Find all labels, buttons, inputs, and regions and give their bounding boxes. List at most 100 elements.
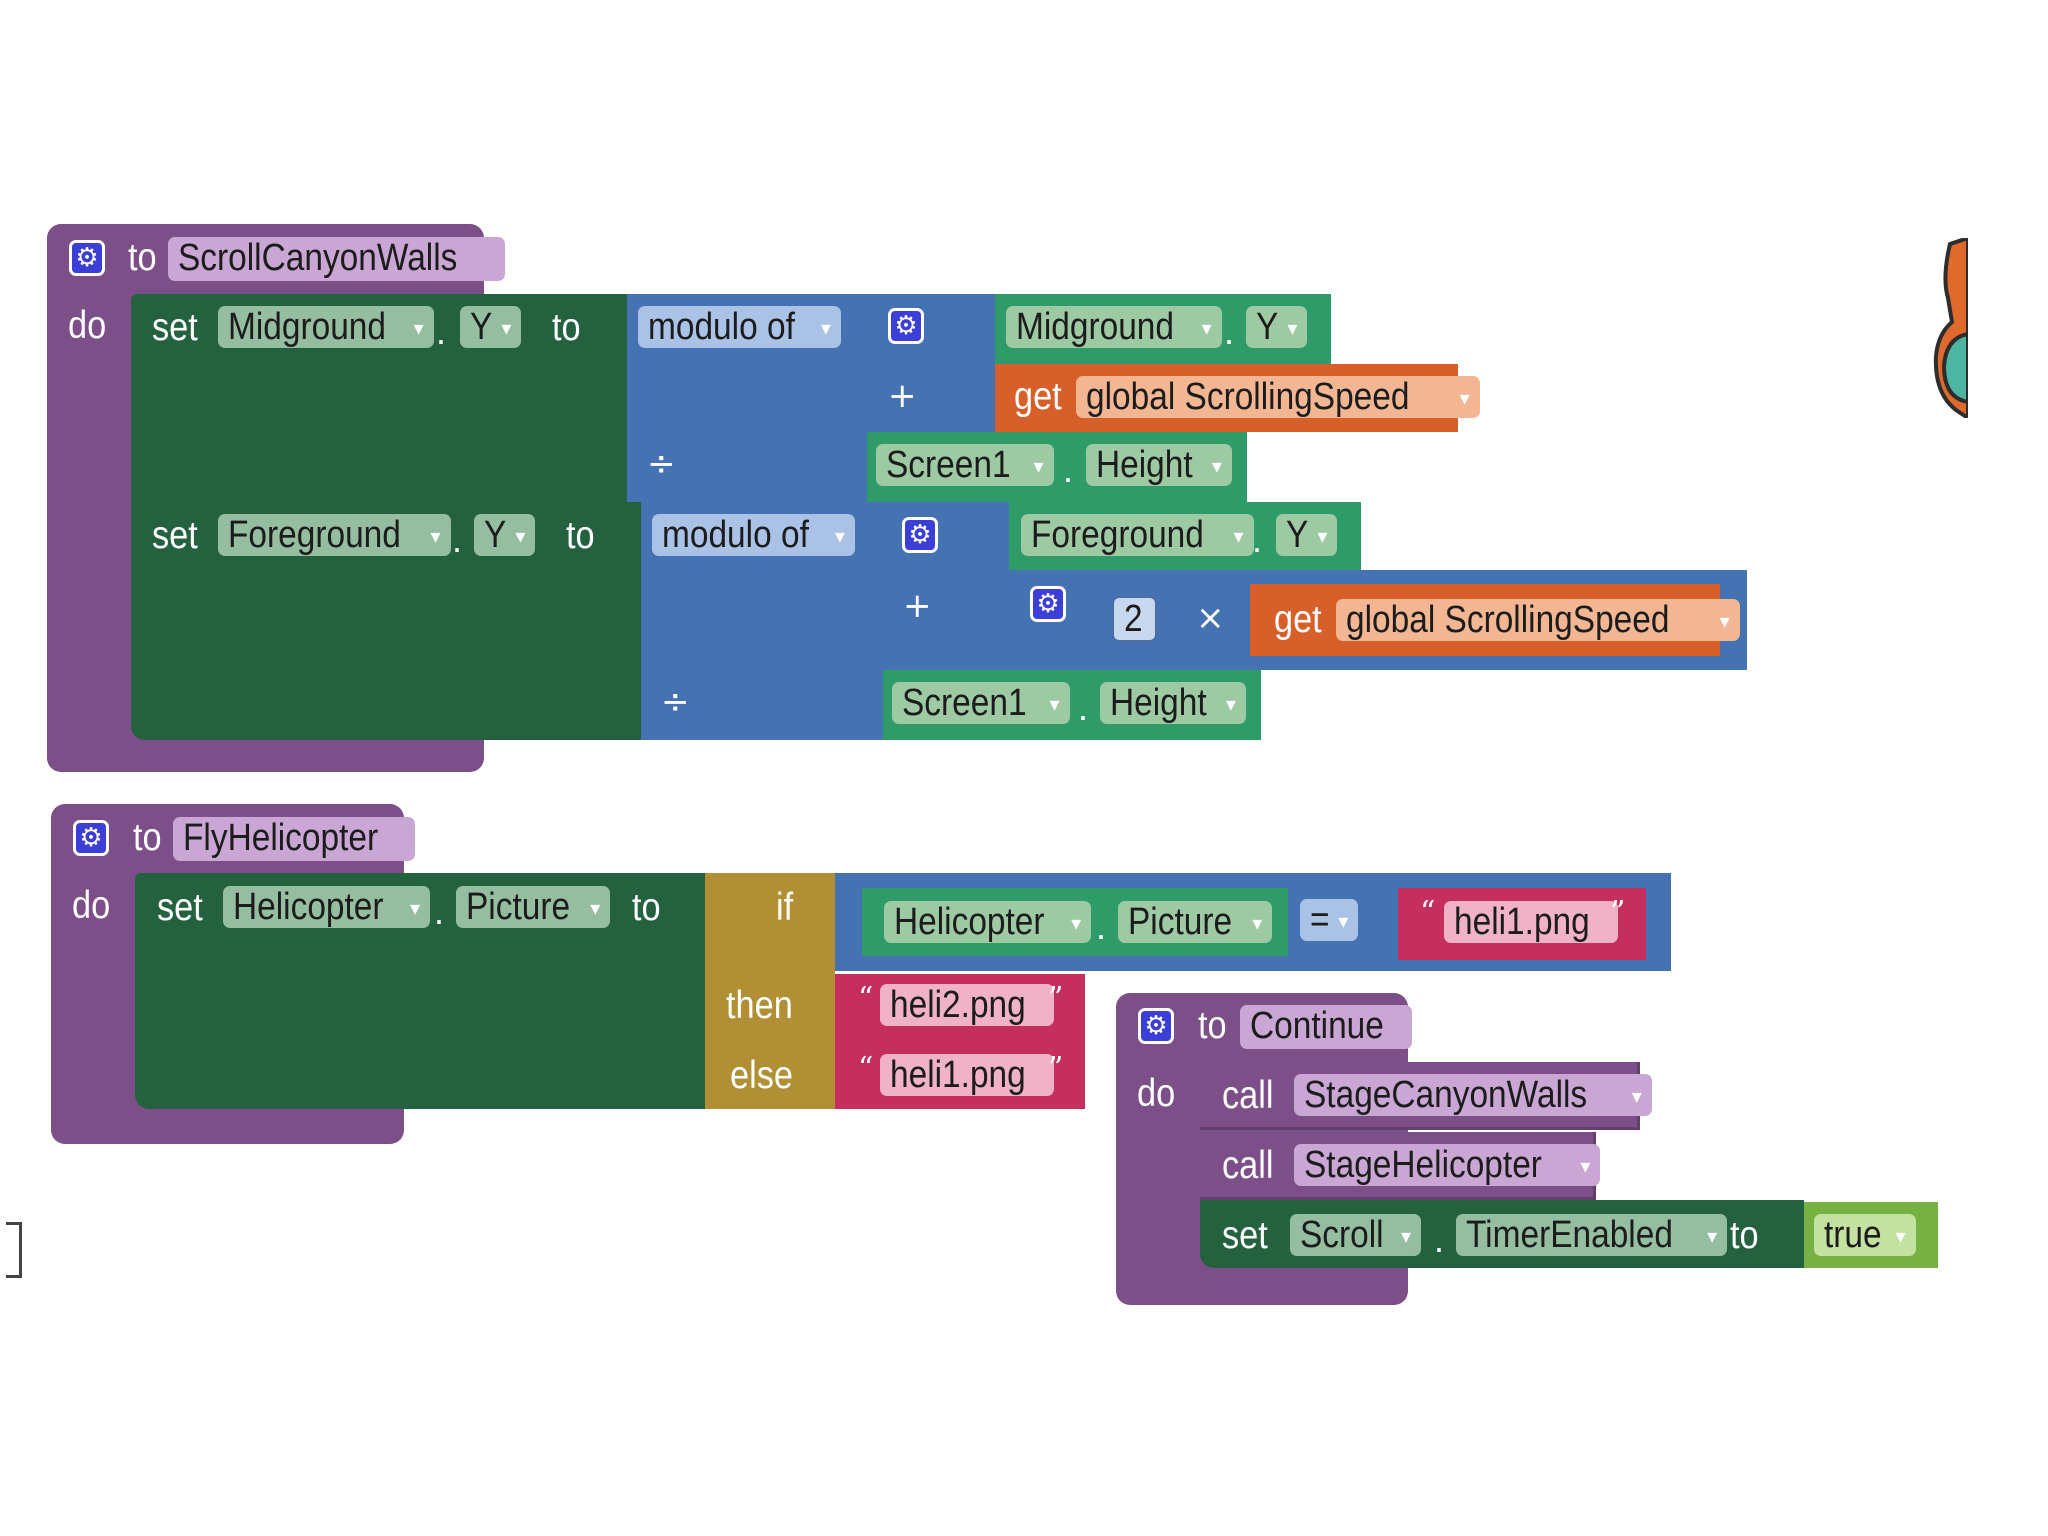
dot-separator: . xyxy=(1252,519,1263,560)
property-dropdown-picture[interactable]: Picture▾ xyxy=(1118,901,1273,943)
procedure-name-field[interactable]: FlyHelicopter xyxy=(173,817,415,861)
chevron-down-icon: ▾ xyxy=(1225,693,1236,716)
dot-separator: . xyxy=(434,891,445,932)
chevron-down-icon: ▾ xyxy=(1459,387,1470,410)
else-keyword: else xyxy=(730,1054,793,1097)
workspace-scroll-handle[interactable] xyxy=(6,1222,22,1278)
divide-operator: ÷ xyxy=(647,444,676,484)
chevron-down-icon: ▾ xyxy=(1033,455,1044,478)
component-dropdown-helicopter[interactable]: Helicopter▾ xyxy=(884,901,1092,943)
gear-icon[interactable]: ⚙ xyxy=(902,517,938,553)
math-op-dropdown[interactable]: modulo of▾ xyxy=(652,514,855,556)
call-keyword: call xyxy=(1222,1074,1274,1117)
component-dropdown-screen1[interactable]: Screen1▾ xyxy=(892,682,1070,724)
gear-icon[interactable]: ⚙ xyxy=(69,240,105,276)
property-dropdown-height[interactable]: Height▾ xyxy=(1100,682,1246,724)
to-keyword: to xyxy=(566,514,595,557)
component-dropdown-screen1[interactable]: Screen1▾ xyxy=(876,444,1054,486)
procedure-do-keyword: do xyxy=(1137,1072,1176,1115)
dot-separator: . xyxy=(1096,906,1107,947)
chevron-down-icon: ▾ xyxy=(1895,1225,1906,1248)
gear-icon[interactable]: ⚙ xyxy=(1030,586,1066,622)
text-field[interactable]: heli1.png xyxy=(1444,901,1619,943)
plus-operator: + xyxy=(888,376,917,416)
property-dropdown-y[interactable]: Y▾ xyxy=(460,306,522,348)
procedure-dropdown-stagehelicopter[interactable]: StageHelicopter▾ xyxy=(1294,1144,1601,1186)
property-dropdown-y[interactable]: Y▾ xyxy=(474,514,536,556)
if-keyword: if xyxy=(776,886,794,929)
dot-separator: . xyxy=(1078,687,1089,728)
component-dropdown-helicopter[interactable]: Helicopter▾ xyxy=(223,886,431,928)
component-dropdown-midground[interactable]: Midground▾ xyxy=(218,306,434,348)
quote-close: ” xyxy=(1048,1051,1064,1086)
chevron-down-icon: ▾ xyxy=(1201,317,1212,340)
chevron-down-icon: ▾ xyxy=(515,525,526,548)
property-dropdown-height[interactable]: Height▾ xyxy=(1086,444,1232,486)
logic-dropdown-true[interactable]: true▾ xyxy=(1814,1214,1916,1256)
chevron-down-icon: ▾ xyxy=(410,897,421,920)
chevron-down-icon: ▾ xyxy=(1631,1085,1642,1108)
component-dropdown-scroll[interactable]: Scroll▾ xyxy=(1290,1214,1422,1256)
procedure-dropdown-stagecanyonwalls[interactable]: StageCanyonWalls▾ xyxy=(1294,1074,1652,1116)
chevron-down-icon: ▾ xyxy=(1287,317,1298,340)
dot-separator: . xyxy=(1434,1219,1445,1260)
get-keyword: get xyxy=(1014,375,1062,418)
chevron-down-icon: ▾ xyxy=(1401,1225,1412,1248)
quote-close: ” xyxy=(1610,895,1626,930)
text-field[interactable]: heli2.png xyxy=(880,984,1055,1026)
chevron-down-icon: ▾ xyxy=(1707,1225,1718,1248)
number-field[interactable]: 2 xyxy=(1112,596,1158,642)
call-keyword: call xyxy=(1222,1144,1274,1187)
chevron-down-icon: ▾ xyxy=(1233,525,1244,548)
gear-icon[interactable]: ⚙ xyxy=(1138,1008,1174,1044)
quote-open: “ xyxy=(858,981,874,1016)
quote-open: “ xyxy=(1420,895,1436,930)
chevron-down-icon: ▾ xyxy=(1211,455,1222,478)
component-dropdown-midground[interactable]: Midground▾ xyxy=(1006,306,1222,348)
chevron-down-icon: ▾ xyxy=(413,317,424,340)
text-field[interactable]: heli1.png xyxy=(880,1054,1055,1096)
chevron-down-icon: ▾ xyxy=(820,317,831,340)
set-keyword: set xyxy=(157,886,203,929)
times-operator: × xyxy=(1196,598,1225,638)
to-keyword: to xyxy=(552,306,581,349)
then-keyword: then xyxy=(726,984,793,1027)
component-dropdown-foreground[interactable]: Foreground▾ xyxy=(218,514,451,556)
property-dropdown-picture[interactable]: Picture▾ xyxy=(456,886,611,928)
chevron-down-icon: ▾ xyxy=(1719,610,1730,633)
procedure-to-keyword: to xyxy=(128,236,157,279)
procedure-name-field[interactable]: ScrollCanyonWalls xyxy=(168,237,506,281)
chevron-down-icon: ▾ xyxy=(1317,525,1328,548)
set-keyword: set xyxy=(152,306,198,349)
divide-operator: ÷ xyxy=(661,682,690,722)
procedure-do-keyword: do xyxy=(72,884,111,927)
gear-icon[interactable]: ⚙ xyxy=(73,820,109,856)
procedure-to-keyword: to xyxy=(133,816,162,859)
variable-dropdown-scrollingspeed[interactable]: global ScrollingSpeed▾ xyxy=(1336,599,1740,641)
chevron-down-icon: ▾ xyxy=(430,525,441,548)
property-dropdown-timerenabled[interactable]: TimerEnabled▾ xyxy=(1456,1214,1728,1256)
set-keyword: set xyxy=(1222,1214,1268,1257)
chevron-down-icon: ▾ xyxy=(1580,1155,1591,1178)
dot-separator: . xyxy=(1063,449,1074,490)
chevron-down-icon: ▾ xyxy=(1338,910,1349,933)
quote-close: ” xyxy=(1048,981,1064,1016)
chevron-down-icon: ▾ xyxy=(590,897,601,920)
component-dropdown-foreground[interactable]: Foreground▾ xyxy=(1021,514,1254,556)
procedure-name-field[interactable]: Continue xyxy=(1240,1005,1413,1049)
quote-open: “ xyxy=(858,1051,874,1086)
gear-icon[interactable]: ⚙ xyxy=(888,308,924,344)
property-dropdown-y[interactable]: Y▾ xyxy=(1276,514,1338,556)
plus-operator: + xyxy=(903,586,932,626)
property-dropdown-y[interactable]: Y▾ xyxy=(1246,306,1308,348)
variable-dropdown-scrollingspeed[interactable]: global ScrollingSpeed▾ xyxy=(1076,376,1480,418)
chevron-down-icon: ▾ xyxy=(1252,912,1263,935)
if-then-else-block[interactable] xyxy=(705,873,835,1109)
addition-block[interactable] xyxy=(867,294,995,432)
math-op-dropdown[interactable]: modulo of▾ xyxy=(638,306,841,348)
compare-op-dropdown[interactable]: =▾ xyxy=(1300,899,1359,941)
dot-separator: . xyxy=(1224,311,1235,352)
get-keyword: get xyxy=(1274,598,1322,641)
chevron-down-icon: ▾ xyxy=(1049,693,1060,716)
